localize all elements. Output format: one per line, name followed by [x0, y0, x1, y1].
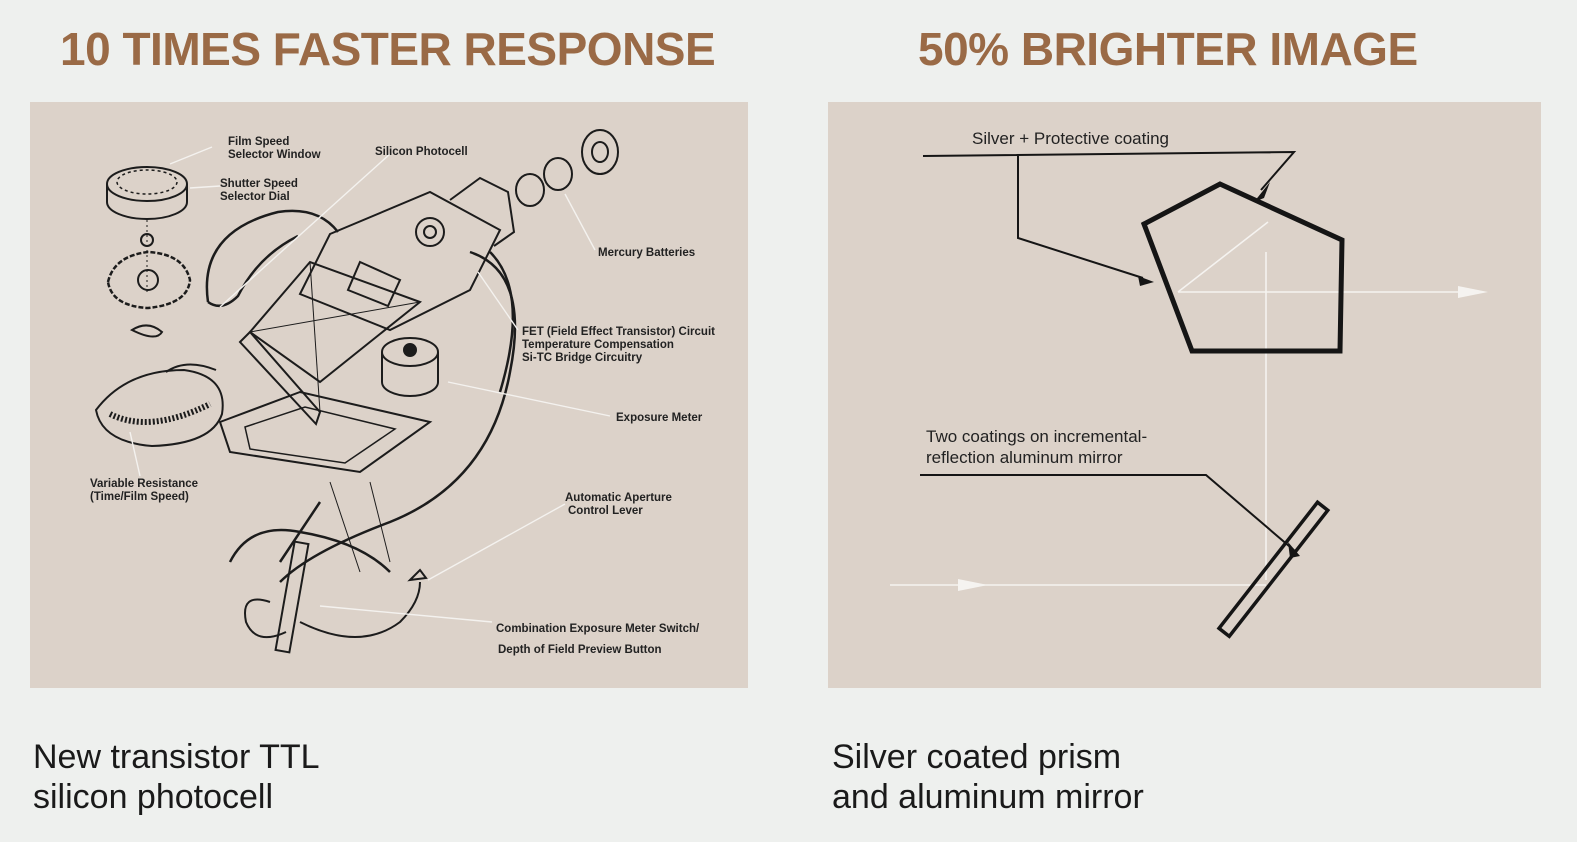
label-combination-switch: Combination Exposure Meter Switch/ Depth… [496, 623, 700, 656]
shutter-dial-icon [106, 166, 188, 292]
exposure-meter-icon [381, 337, 439, 397]
prism-mirror-illustration [890, 150, 1488, 639]
label-silicon-photocell: Silicon Photocell [375, 146, 468, 158]
aluminum-mirror-icon [1216, 499, 1331, 639]
leader-lines [129, 146, 611, 623]
label-shutter-speed-dial: Shutter Speed Selector Dial [220, 178, 298, 203]
arrow-right-lower-icon [958, 579, 988, 591]
label-silver-coating: Silver + Protective coating [972, 129, 1170, 148]
prism-icon [238, 260, 423, 426]
arrow-head-icon [1254, 182, 1270, 202]
right-caption: Silver coated prism and aluminum mirror [832, 738, 1144, 816]
wiring-icon [205, 209, 517, 583]
left-caption: New transistor TTL silicon photocell [33, 738, 320, 816]
right-heading: 50% BRIGHTER IMAGE [918, 23, 1418, 75]
base-frame-icon [218, 390, 433, 474]
variable-resistance-icon [94, 363, 224, 448]
label-exposure-meter: Exposure Meter [616, 412, 703, 424]
label-aperture-lever: Automatic Aperture Control Lever [565, 492, 672, 517]
photocell-diagram-panel: Film Speed Selector Window Silicon Photo… [30, 102, 748, 688]
label-fet-circuit: FET (Field Effect Transistor) Circuit Te… [522, 326, 715, 364]
left-heading: 10 TIMES FASTER RESPONSE [60, 23, 716, 75]
light-path-lines [890, 221, 1468, 586]
prism-mirror-diagram-panel: Silver + Protective coating Two coatings… [828, 102, 1541, 688]
label-variable-resistance: Variable Resistance (Time/Film Speed) [90, 478, 199, 503]
label-mercury-batteries: Mercury Batteries [598, 247, 696, 259]
gear-wheel-icon [106, 250, 192, 338]
arrow-head-icon [1288, 542, 1300, 558]
callout-lines [920, 150, 1297, 553]
mercury-batteries-icon [515, 129, 619, 207]
aperture-linkage-icon [244, 481, 428, 654]
label-film-speed-window: Film Speed Selector Window [228, 136, 321, 161]
label-two-coatings: Two coatings on incremental- reflection … [926, 427, 1148, 467]
arrow-head-icon [1138, 276, 1154, 286]
pentaprism-icon [1140, 181, 1345, 354]
arrow-right-icon [1458, 286, 1488, 298]
camera-meter-exploded-illustration [94, 129, 619, 654]
circuit-board-icon [298, 176, 516, 332]
